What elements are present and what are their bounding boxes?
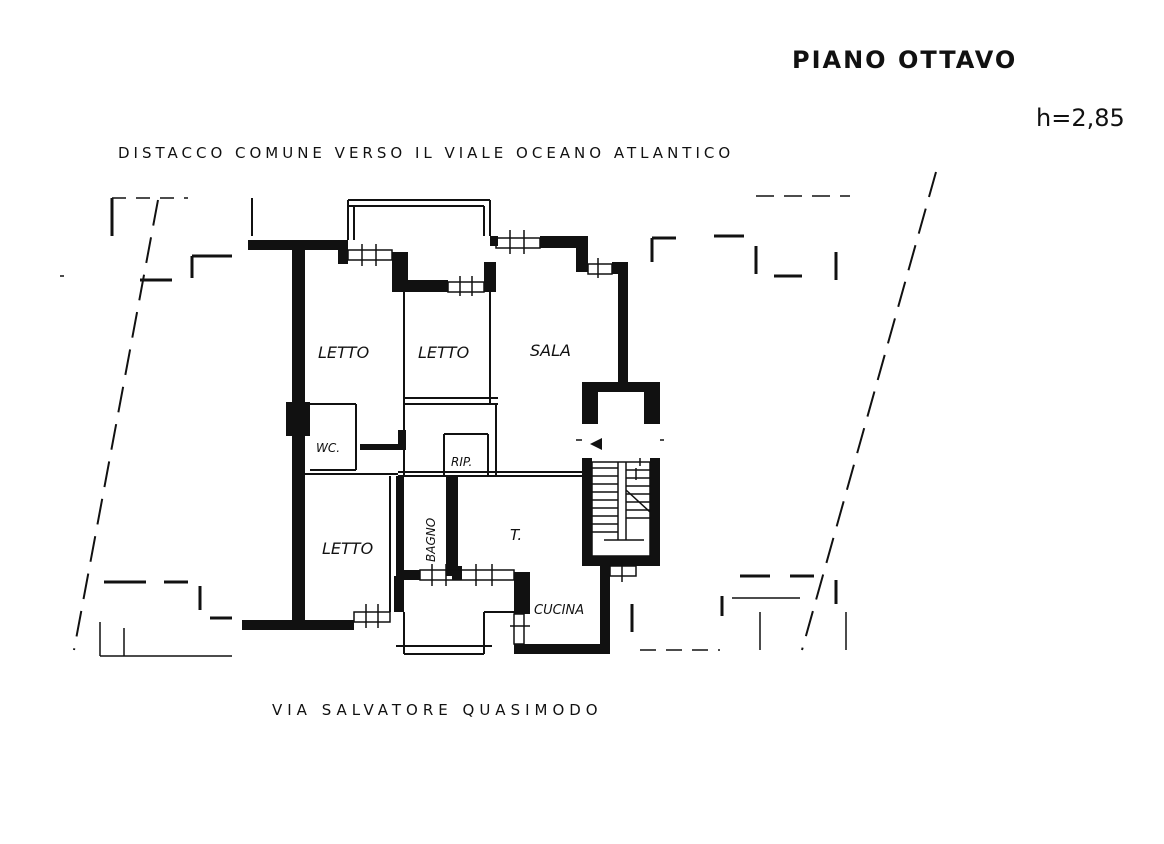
room-label-sala: SALA	[530, 341, 571, 360]
property-boundary	[60, 171, 937, 657]
room-label-bagno: BAGNO	[424, 518, 438, 562]
entrance-arrow-icon	[590, 438, 602, 450]
floor-title: PIANO OTTAVO	[792, 46, 1018, 74]
partition-lines	[303, 199, 582, 655]
windows	[347, 230, 664, 645]
room-label-letto-1: LETTO	[318, 343, 369, 362]
ceiling-height-label: h=2,85	[1036, 104, 1125, 132]
room-label-t: T.	[510, 526, 522, 544]
top-street-label: DISTACCO COMUNE VERSO IL VIALE OCEANO AT…	[118, 144, 735, 162]
room-label-wc: WC.	[316, 441, 340, 455]
room-label-rip: RIP.	[451, 455, 472, 469]
staircase	[591, 458, 651, 557]
room-label-letto-2: LETTO	[418, 343, 469, 362]
bottom-street-label: VIA SALVATORE QUASIMODO	[272, 701, 603, 719]
walls	[242, 236, 660, 654]
room-label-cucina: CUCINA	[534, 603, 584, 618]
room-label-letto-3: LETTO	[322, 539, 373, 558]
